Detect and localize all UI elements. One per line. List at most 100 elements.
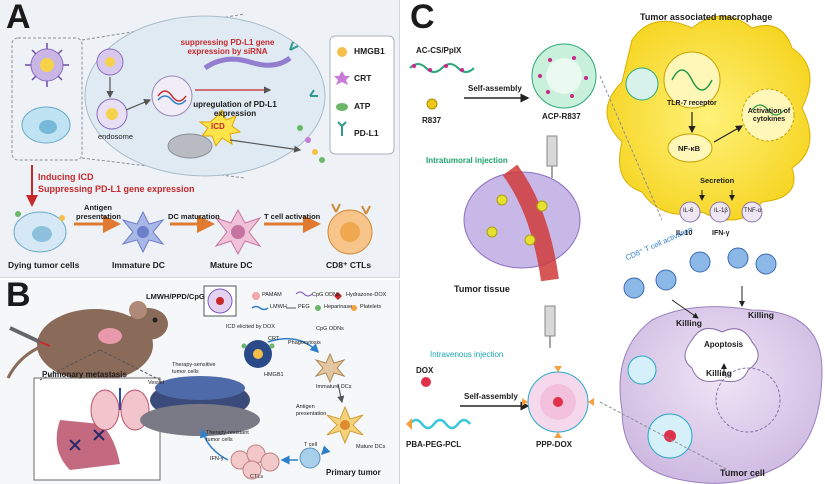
mature-dc-b-icon — [326, 405, 364, 445]
vessel-icon — [140, 404, 260, 436]
nanoparticle-icon — [25, 43, 69, 87]
large-tumor-cell — [84, 15, 326, 177]
dying-tumor-cells-label: Dying tumor cells — [8, 260, 80, 270]
vessel-label: Vessel — [148, 380, 165, 386]
macrophage-icon — [606, 15, 811, 221]
legend-lmwh: LMWH — [270, 304, 287, 310]
il6-label: IL-6 — [683, 208, 694, 214]
antigen-presentation-b-label: Antigen presentation — [296, 404, 327, 417]
crt-label: CRT — [268, 336, 280, 342]
lmwh-title: LMWH/PPD/CpG — [146, 292, 205, 301]
icd-burst-icon — [198, 109, 242, 148]
hmgb1-label: HMGB1 — [264, 372, 284, 378]
upregulation-label: upregulation of PD-L1 expression — [193, 100, 277, 118]
ctls-icon — [230, 444, 280, 480]
tlr7-label: TLR-7 receptor — [667, 100, 717, 107]
panel-b-artwork — [6, 285, 364, 481]
killing-3-label: Killing — [706, 368, 732, 378]
il6-icon — [679, 201, 701, 223]
mouse-icon — [6, 301, 168, 381]
pulmonary-metastasis-label: Pulmonary metastasis — [42, 370, 127, 379]
ac-cs-chain-icon — [409, 63, 475, 73]
panel-b-letter: B — [6, 280, 31, 314]
antigen-presentation-label: Antigen presentation — [76, 203, 122, 221]
cd8-ctl-icon — [327, 203, 373, 255]
tumor-cell-label: Tumor cell — [720, 468, 765, 478]
nfkb-label: NF-κB — [678, 144, 701, 153]
intratumoral-label: Intratumoral injection — [426, 156, 508, 165]
mature-dc-label: Mature DC — [210, 260, 253, 270]
legend-atp: ATP — [354, 101, 371, 111]
panel-a: A — [0, 0, 400, 278]
pba-peg-pcl-chain-icon — [409, 418, 471, 430]
dox-label: DOX — [416, 366, 434, 375]
small-tumor-cell-icon — [21, 106, 71, 144]
internalized-particle-icon — [625, 67, 659, 101]
icd-elicited-label: ICD elicited by DOX — [226, 324, 275, 330]
ctls-label: CTLs — [250, 474, 264, 480]
t-cell-activation-label: T cell activation — [264, 212, 321, 221]
legend-pamam: PAMAM — [262, 292, 282, 298]
cd8-ctls-label: CD8⁺ CTLs — [326, 260, 372, 270]
self-assembly-1-label: Self-assembly — [468, 84, 522, 93]
legend-hmgb1: HMGB1 — [354, 46, 385, 56]
apoptosis-bubble — [684, 327, 759, 383]
r837-icon — [426, 98, 438, 110]
intravenous-syringe-icon — [544, 305, 556, 348]
tumor-tissue-icon — [463, 164, 581, 282]
ac-cs-label: AC-CS/PpIX — [416, 46, 462, 55]
cpg-odns-label: CpG ODNs — [316, 326, 344, 332]
immature-dc-label: Immature DC — [112, 260, 165, 270]
dox-icon — [421, 377, 431, 387]
panel-a-letter: A — [6, 0, 31, 36]
phagocytosis-label: Phagocytosis — [288, 340, 321, 346]
legend-cpg: CpG ODNs — [312, 292, 340, 298]
intratumoral-syringe-icon — [546, 135, 558, 178]
therapy-sensitive-label: Therapy-sensitive tumor cells — [172, 362, 216, 375]
intravenous-label: Intravenous injection — [430, 350, 504, 359]
membrane-pdl1-icons — [289, 41, 325, 163]
nanoparticle-box — [11, 37, 83, 161]
suppressing-gene-label: Suppressing PD-L1 gene expression — [38, 184, 195, 194]
mature-dc-icon — [214, 208, 262, 256]
legend-crt: CRT — [354, 73, 372, 83]
legend-peg: PEG — [298, 304, 310, 310]
panel-c: C — [402, 0, 825, 484]
ifng-label: IFN-γ — [712, 230, 730, 237]
lung-tissue-icon — [56, 420, 120, 470]
il1b-label: IL-1β — [714, 208, 728, 214]
t-cell-icon — [299, 447, 321, 469]
endosome-label: endosome — [98, 132, 134, 141]
dc-maturation-label: DC maturation — [168, 212, 220, 221]
panel-c-letter: C — [410, 0, 435, 36]
mature-dcs-label: Mature DCs — [356, 444, 386, 450]
ppp-dox-label: PPP-DOX — [536, 440, 573, 449]
immature-dcs-label: Immature DCs — [316, 384, 352, 390]
ifn-gamma-b-label: IFN-γ — [210, 456, 224, 462]
suppress-sirna-label: suppressing PD-L1 gene expression by siR… — [180, 38, 275, 56]
legend-platelets: Platelets — [360, 304, 382, 310]
legend-pdl1: PD-L1 — [354, 128, 379, 138]
self-assembly-2-label: Self-assembly — [464, 392, 518, 401]
tnfa-icon — [741, 201, 763, 223]
immature-dc-b-icon — [314, 352, 346, 384]
tumor-tissue-label: Tumor tissue — [454, 284, 510, 294]
killing-2-label: Killing — [748, 310, 774, 320]
tnfa-label: TNF-α — [744, 208, 762, 214]
icd-cell-icon — [241, 340, 275, 368]
therapy-resistant-label: Therapy-resistant tumor cells — [206, 430, 249, 443]
icd-label: ICD — [211, 122, 225, 131]
primary-tumor-label: Primary tumor — [326, 468, 381, 477]
il10-label: IL-10 — [676, 230, 693, 237]
panel-b: B — [0, 280, 400, 484]
secretion-label: Secretion — [700, 176, 735, 185]
t-cell-label: T cell — [304, 442, 318, 448]
syringe-icon — [9, 326, 51, 347]
r837-label: R837 — [422, 116, 442, 125]
dying-tumor-cell-icon — [13, 211, 67, 253]
killing-1-label: Killing — [676, 318, 702, 328]
nucleus-icon — [167, 133, 213, 159]
legend-heparinase: Heparinase — [324, 304, 353, 310]
inducing-icd-label: Inducing ICD — [38, 172, 94, 182]
apoptosis-label: Apoptosis — [704, 340, 744, 349]
